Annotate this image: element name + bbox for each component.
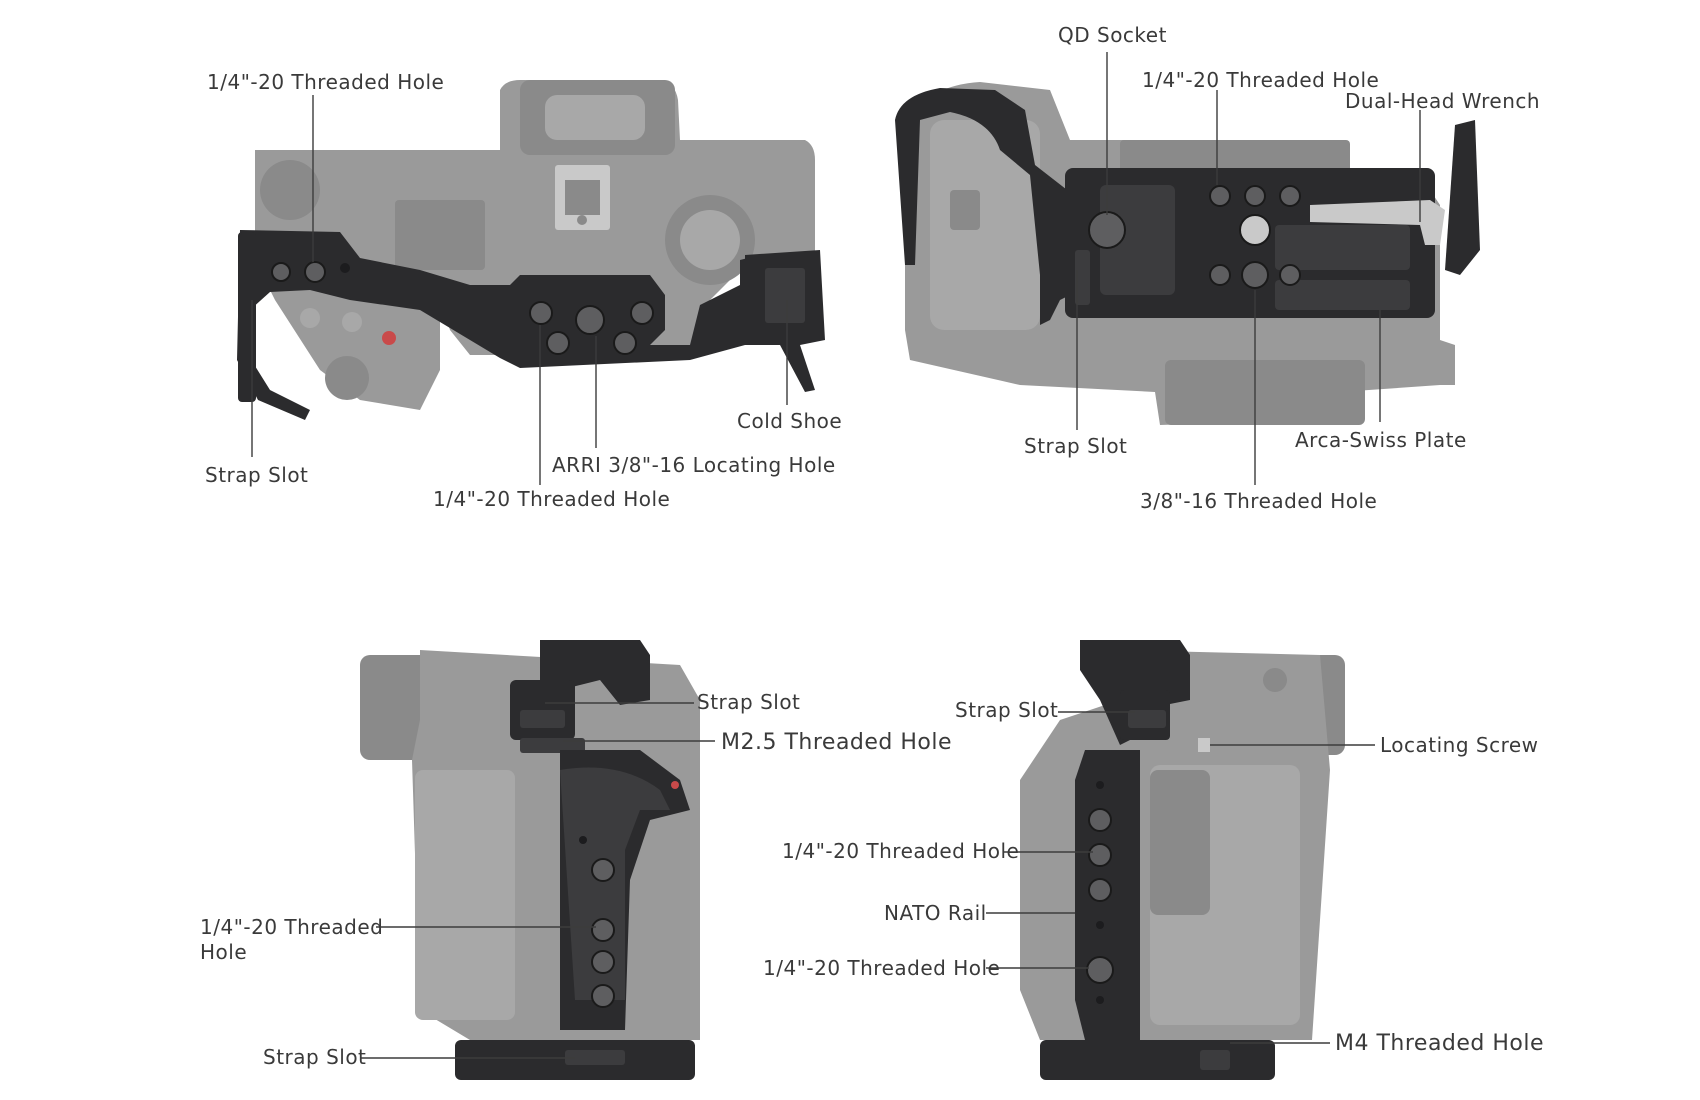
right-nato-rail-label: NATO Rail [884,901,987,925]
top-strap-slot-label: Strap Slot [205,463,308,487]
bottom-threaded-38-label: 3/8"-16 Threaded Hole [1140,489,1377,513]
top-threaded-hole-label-a: 1/4"-20 Threaded Hole [207,70,444,94]
camera-left-side-illustration [360,640,700,1080]
bottom-threaded-hole-label: 1/4"-20 Threaded Hole [1142,68,1379,92]
top-view-leaders [251,95,788,485]
left-strap-slot-bottom-label: Strap Slot [263,1045,366,1069]
right-locating-screw-label: Locating Screw [1380,733,1539,757]
right-m4-hole-label: M4 Threaded Hole [1335,1031,1544,1056]
left-strap-slot-top-label: Strap Slot [697,690,800,714]
right-strap-slot-label: Strap Slot [955,698,1058,722]
bottom-qd-socket-label: QD Socket [1058,23,1167,47]
left-view: Strap Slot M2.5 Threaded Hole 1/4"-20 Th… [200,640,952,1080]
left-threaded-hole-label-line1: 1/4"-20 Threaded [200,915,383,939]
right-view: Strap Slot Locating Screw 1/4"-20 Thread… [763,640,1544,1080]
right-threaded-hole-label-b: 1/4"-20 Threaded Hole [763,956,1000,980]
bottom-view-leaders [1076,52,1421,485]
bottom-wrench-label: Dual-Head Wrench [1345,89,1540,113]
top-arri-hole-label: ARRI 3/8"-16 Locating Hole [552,453,836,477]
right-threaded-hole-label-a: 1/4"-20 Threaded Hole [782,839,1019,863]
left-m25-hole-label: M2.5 Threaded Hole [721,730,952,755]
bottom-arca-plate-label: Arca-Swiss Plate [1295,428,1467,452]
camera-top-view-illustration [237,80,825,420]
camera-right-side-illustration [1020,640,1345,1080]
bottom-strap-slot-label: Strap Slot [1024,434,1127,458]
top-view: 1/4"-20 Threaded Hole Strap Slot 1/4"-20… [205,70,842,511]
camera-bottom-view-illustration [895,82,1480,425]
right-view-leaders [986,711,1375,1044]
top-cold-shoe-label: Cold Shoe [737,409,842,433]
left-threaded-hole-label-line2: Hole [200,940,247,964]
top-threaded-hole-label-b: 1/4"-20 Threaded Hole [433,487,670,511]
bottom-view: QD Socket 1/4"-20 Threaded Hole Dual-Hea… [895,23,1540,513]
left-view-leaders [361,702,715,1059]
